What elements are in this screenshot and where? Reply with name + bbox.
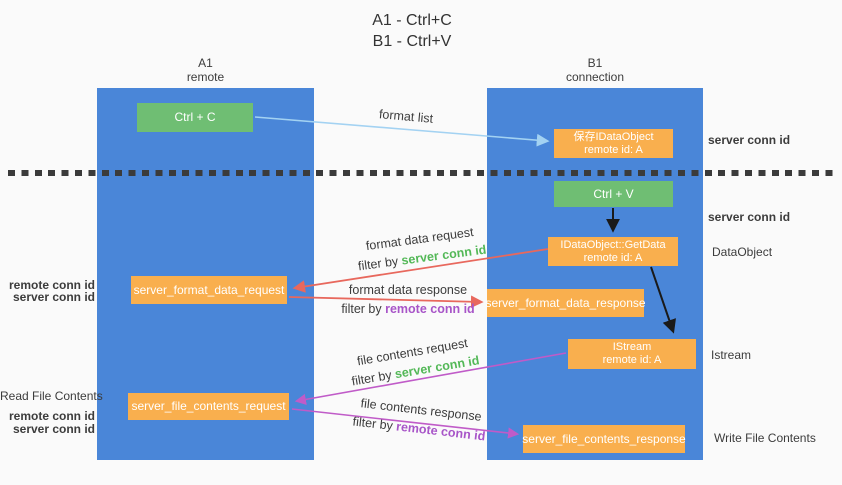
- box-save-line2: remote id: A: [584, 143, 643, 156]
- side-label-read-file-contents: Read File Contents: [0, 389, 103, 403]
- box-save-idataobject: 保存IDataObject remote id: A: [554, 129, 673, 158]
- filter-by-text: filter by: [351, 414, 398, 434]
- box-ctrl-c-label: Ctrl + C: [174, 110, 216, 124]
- lane-header-a1: A1 remote: [97, 56, 314, 84]
- box-ctrl-v-label: Ctrl + V: [593, 186, 634, 201]
- box-format-request-label: server_format_data_request: [133, 282, 285, 297]
- title-line-1: A1 - Ctrl+C: [372, 12, 452, 29]
- lane-header-b1: B1 connection: [487, 56, 703, 84]
- side-label-remote-conn-id-top: remote conn id: [8, 278, 95, 292]
- label-format-data-response-line: format data response: [348, 283, 468, 297]
- box-ctrl-c: Ctrl + C: [137, 103, 253, 132]
- box-server-file-contents-request: server_file_contents_request: [128, 393, 289, 420]
- filter-by-text: filter by: [350, 367, 397, 389]
- lane-a1-name: A1: [198, 56, 213, 70]
- box-save-line1: 保存IDataObject: [573, 130, 654, 143]
- side-label-left-server-conn-id-bottom: server conn id: [12, 422, 95, 436]
- box-getdata-line2: remote id: A: [583, 251, 643, 264]
- side-label-server-conn-id-mid: server conn id: [708, 210, 791, 224]
- label-format-data-response: format data response filter by remote co…: [341, 281, 474, 319]
- box-file-response-label: server_file_contents_response: [522, 431, 686, 446]
- box-idataobject-getdata: IDataObject::GetData remote id: A: [548, 237, 678, 266]
- label-filter-remote-conn-1: filter by remote conn id: [341, 300, 474, 319]
- box-istream-line1: IStream: [612, 341, 652, 353]
- side-label-remote-conn-id-bottom: remote conn id: [8, 409, 95, 423]
- box-getdata-line1: IDataObject::GetData: [560, 238, 666, 251]
- label-file-contents-response: file contents response filter by remote …: [352, 394, 489, 447]
- box-server-format-data-response: server_format_data_response: [485, 289, 646, 317]
- label-format-data-request: format data request filter by server con…: [354, 222, 487, 277]
- side-label-left-server-conn-id-top: server conn id: [12, 290, 95, 304]
- filter-by-text: filter by: [357, 253, 403, 274]
- box-format-response-label: server_format_data_response: [485, 295, 646, 310]
- box-istream-line2: remote id: A: [602, 354, 662, 366]
- phase-divider-line: [8, 170, 838, 176]
- lane-b1-subtitle: connection: [565, 70, 625, 84]
- remote-conn-id-text: remote conn id: [385, 302, 475, 316]
- box-ctrl-v: Ctrl + V: [554, 181, 673, 207]
- side-label-istream: Istream: [711, 348, 752, 362]
- side-label-server-conn-id-top: server conn id: [708, 133, 791, 147]
- filter-by-text: filter by: [341, 302, 386, 316]
- box-server-file-contents-response: server_file_contents_response: [522, 425, 686, 453]
- side-label-write-file-contents: Write File Contents: [714, 431, 816, 445]
- label-format-list: format list: [378, 107, 434, 126]
- box-server-format-data-request: server_format_data_request: [131, 276, 287, 304]
- title-line-2: B1 - Ctrl+V: [372, 33, 452, 50]
- diagram-title: A1 - Ctrl+C B1 - Ctrl+V: [292, 10, 532, 52]
- label-file-contents-request: file contents request filter by server c…: [347, 333, 481, 392]
- lane-a1-subtitle: remote: [186, 70, 225, 84]
- lane-b1-name: B1: [587, 56, 603, 70]
- box-istream: IStream remote id: A: [568, 339, 696, 369]
- side-label-dataobject: DataObject: [712, 245, 773, 259]
- box-file-request-label: server_file_contents_request: [131, 399, 286, 413]
